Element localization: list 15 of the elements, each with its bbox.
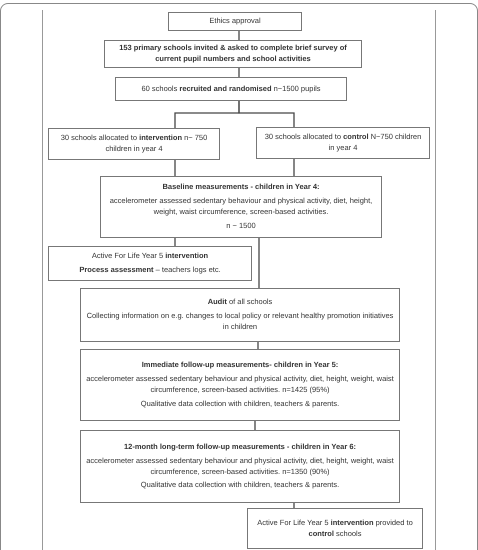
process-box <box>80 430 400 503</box>
process-box <box>100 176 382 238</box>
process-box <box>48 246 252 281</box>
process-box <box>256 127 430 159</box>
process-box <box>80 349 400 421</box>
process-box <box>104 40 362 68</box>
connector-line <box>238 101 295 127</box>
process-box <box>48 128 220 160</box>
process-box <box>247 508 423 549</box>
process-box <box>80 288 400 342</box>
connector-line <box>258 238 260 288</box>
connector-line <box>174 160 176 176</box>
process-box <box>115 77 347 101</box>
connector-line <box>293 159 295 176</box>
process-box <box>168 12 302 31</box>
